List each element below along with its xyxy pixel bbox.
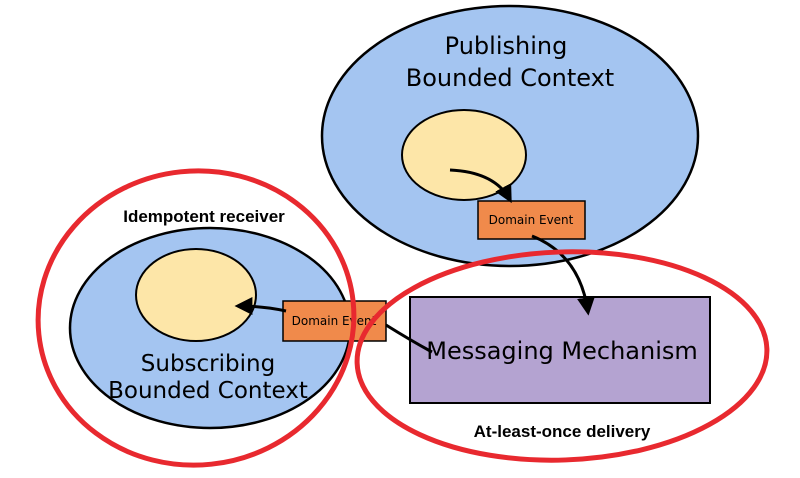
connector-messaging-to-event [385, 323, 433, 354]
messaging-mechanism-box [409, 296, 711, 404]
arrow-event-to-messaging [531, 234, 595, 316]
subscribing-title-line2: Bounded Context [108, 378, 308, 404]
annotation-idempotent-receiver: Idempotent receiver [123, 207, 285, 226]
messaging-mechanism-label: Messaging Mechanism [426, 337, 698, 365]
domain-event-top-box [477, 200, 586, 240]
annotation-at-least-once-delivery: At-least-once delivery [474, 422, 651, 441]
publishing-aggregate [401, 109, 527, 201]
publishing-title-line2: Bounded Context [406, 64, 614, 92]
domain-event-top-label: Domain Event [489, 213, 574, 227]
highlight-ring-subscriber [35, 168, 357, 468]
arrow-event-to-subscriber [234, 297, 287, 316]
arrow-aggregate-to-event [449, 168, 512, 204]
publishing-title-line1: Publishing [445, 32, 568, 60]
subscribing-title-line1: Subscribing [141, 351, 275, 377]
highlight-ring-delivery [354, 249, 770, 463]
domain-event-left-label: Domain Event [292, 314, 377, 328]
domain-event-left-box [282, 300, 387, 342]
subscribing-aggregate [135, 248, 257, 342]
